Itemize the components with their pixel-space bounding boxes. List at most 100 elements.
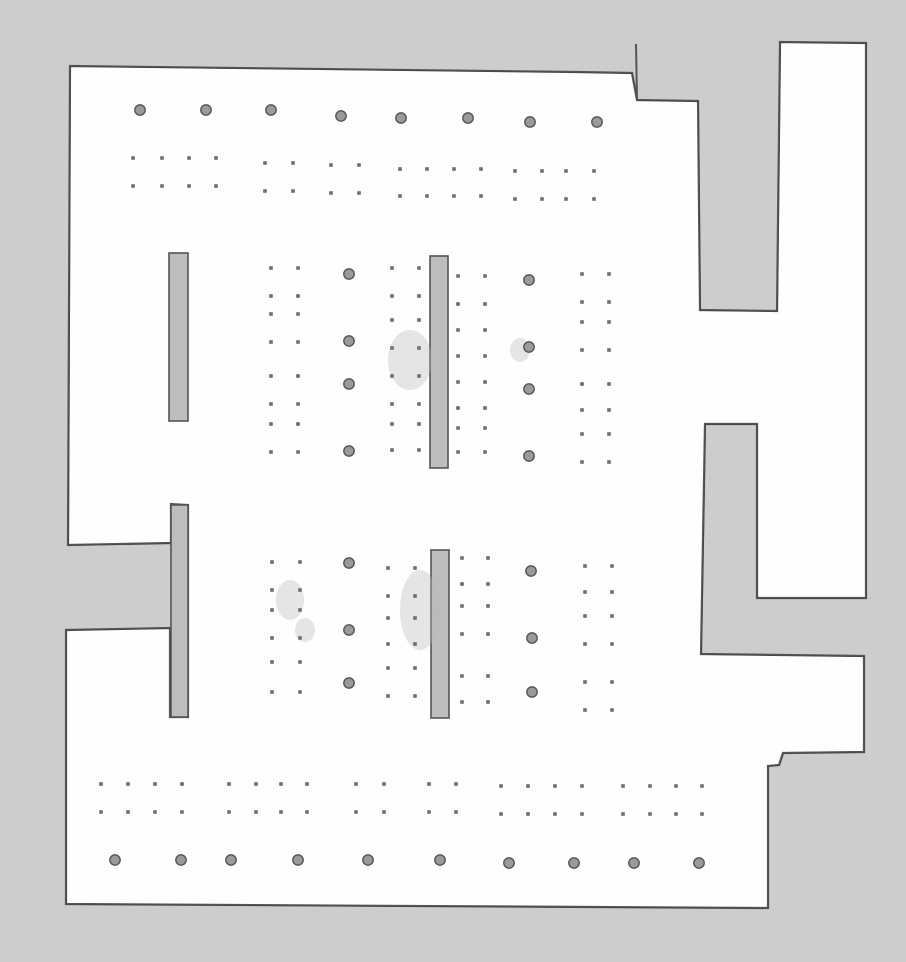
rack-post-icon <box>187 184 191 188</box>
rack-post-icon <box>486 582 490 586</box>
pillar-icon <box>628 857 640 869</box>
pillar-icon <box>693 857 705 869</box>
rack-post-icon <box>298 560 302 564</box>
rack-post-icon <box>607 382 611 386</box>
rack-post-icon <box>456 328 460 332</box>
pillar-icon <box>525 565 537 577</box>
pillar-icon <box>434 854 446 866</box>
rack-post-icon <box>329 163 333 167</box>
rack-post-icon <box>298 636 302 640</box>
rack-post-icon <box>580 408 584 412</box>
rack-post-icon <box>131 156 135 160</box>
rack-post-icon <box>160 156 164 160</box>
scan-noise <box>400 570 440 650</box>
rack-post-icon <box>296 374 300 378</box>
rack-post-icon <box>386 594 390 598</box>
rack-post-icon <box>452 194 456 198</box>
rack-post-icon <box>269 422 273 426</box>
rack-post-icon <box>483 426 487 430</box>
rack-post-icon <box>269 266 273 270</box>
rack-post-icon <box>417 422 421 426</box>
rack-post-icon <box>553 784 557 788</box>
rack-post-icon <box>425 194 429 198</box>
rack-post-icon <box>610 708 614 712</box>
pillar-icon <box>292 854 304 866</box>
rack-post-icon <box>460 674 464 678</box>
rack-post-icon <box>269 450 273 454</box>
rack-post-icon <box>296 450 300 454</box>
rack-post-icon <box>700 784 704 788</box>
scan-noise <box>295 618 315 642</box>
rack-post-icon <box>610 614 614 618</box>
pillar-icon <box>343 677 355 689</box>
rack-post-icon <box>513 169 517 173</box>
rack-post-icon <box>580 382 584 386</box>
rack-post-icon <box>305 810 309 814</box>
pillar-icon <box>523 274 535 286</box>
rack-post-icon <box>153 782 157 786</box>
rack-post-icon <box>390 318 394 322</box>
rack-post-icon <box>263 189 267 193</box>
pillar-icon <box>265 104 277 116</box>
pillar-icon <box>343 268 355 280</box>
rack-post-icon <box>486 604 490 608</box>
rack-post-icon <box>390 374 394 378</box>
shelf-icon <box>170 504 189 718</box>
rack-post-icon <box>580 320 584 324</box>
rack-post-icon <box>499 784 503 788</box>
pillar-icon <box>526 686 538 698</box>
rack-post-icon <box>460 556 464 560</box>
rack-post-icon <box>483 406 487 410</box>
rack-post-icon <box>382 810 386 814</box>
rack-post-icon <box>454 810 458 814</box>
rack-post-icon <box>621 812 625 816</box>
pillar-icon <box>523 383 535 395</box>
rack-post-icon <box>329 191 333 195</box>
rack-post-icon <box>269 374 273 378</box>
rack-post-icon <box>486 632 490 636</box>
rack-post-icon <box>479 194 483 198</box>
rack-post-icon <box>700 812 704 816</box>
rack-post-icon <box>131 184 135 188</box>
rack-post-icon <box>413 642 417 646</box>
rack-post-icon <box>390 294 394 298</box>
rack-post-icon <box>390 448 394 452</box>
shelf-icon <box>430 549 450 719</box>
rack-post-icon <box>427 810 431 814</box>
rack-post-icon <box>296 312 300 316</box>
rack-post-icon <box>526 784 530 788</box>
rack-post-icon <box>427 782 431 786</box>
rack-post-icon <box>456 380 460 384</box>
rack-post-icon <box>583 564 587 568</box>
rack-post-icon <box>417 266 421 270</box>
pillar-icon <box>343 624 355 636</box>
rack-post-icon <box>607 460 611 464</box>
rack-post-icon <box>296 402 300 406</box>
rack-post-icon <box>269 340 273 344</box>
rack-post-icon <box>413 616 417 620</box>
rack-post-icon <box>296 294 300 298</box>
pillars <box>109 104 705 869</box>
rack-post-icon <box>583 614 587 618</box>
rack-post-icon <box>99 810 103 814</box>
rack-post-icon <box>648 812 652 816</box>
rack-post-icon <box>460 632 464 636</box>
rack-post-icon <box>648 784 652 788</box>
rack-post-icon <box>452 167 456 171</box>
rack-post-icon <box>126 810 130 814</box>
rack-post-icon <box>486 674 490 678</box>
pillar-icon <box>523 341 535 353</box>
rack-post-icon <box>99 782 103 786</box>
pillar-icon <box>395 112 407 124</box>
rack-post-icon <box>621 784 625 788</box>
rack-post-icon <box>607 272 611 276</box>
rack-post-icon <box>674 812 678 816</box>
rack-post-icon <box>583 680 587 684</box>
rack-post-icon <box>354 810 358 814</box>
rack-post-icon <box>564 169 568 173</box>
rack-post-icon <box>180 782 184 786</box>
rack-post-icon <box>357 163 361 167</box>
rack-post-icon <box>580 348 584 352</box>
rack-post-icon <box>610 564 614 568</box>
